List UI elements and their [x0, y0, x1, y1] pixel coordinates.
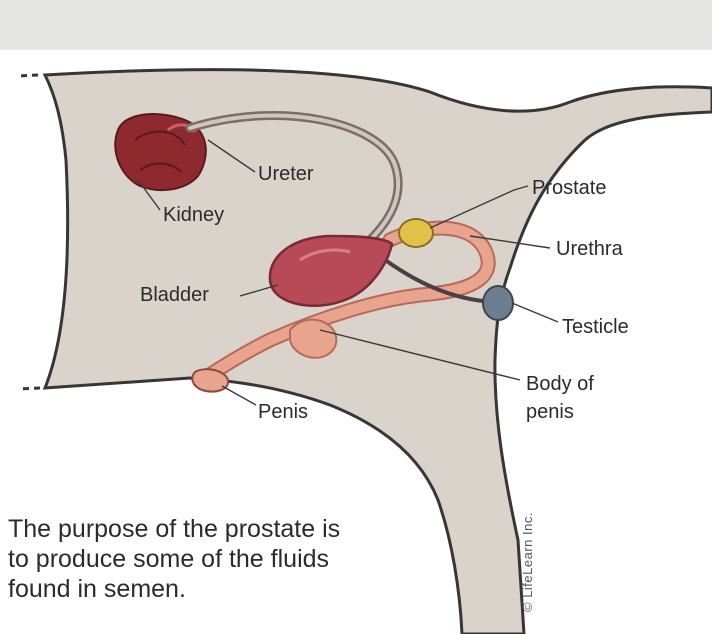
ureter-label: Ureter — [258, 163, 314, 185]
bladder-organ — [268, 234, 394, 307]
testicle-label: Testicle — [562, 316, 629, 338]
body-of-penis-leader — [319, 329, 521, 381]
prostate-leader — [429, 185, 529, 229]
ureter-leader — [207, 139, 256, 173]
penis-body — [289, 318, 338, 359]
prostate-organ — [398, 218, 434, 248]
body-edge-top-dash — [17, 73, 39, 78]
top-background-band — [0, 0, 712, 50]
body-of-penis-label-line1: Body of — [526, 373, 594, 395]
kidney-leader — [137, 179, 161, 211]
caption-line-2: to produce some of the fluids — [8, 545, 330, 573]
body-of-penis-label-line2: penis — [526, 401, 574, 423]
caption-text: The purpose of the prostate is to produc… — [8, 514, 488, 604]
urethra-leader — [469, 235, 551, 249]
kidney-label: Kidney — [163, 204, 224, 226]
body-silhouette — [42, 68, 712, 634]
bladder-leader — [239, 284, 279, 297]
caption-line-1: The purpose of the prostate is — [8, 515, 341, 543]
bladder-label: Bladder — [140, 284, 209, 306]
testicle-leader — [511, 302, 559, 323]
copyright-credit: © LifeLearn Inc. — [520, 512, 535, 612]
kidney-organ — [114, 113, 207, 192]
body-edge-bottom-dash — [17, 386, 41, 391]
urethra-label: Urethra — [556, 238, 624, 260]
penis-leader — [221, 385, 257, 406]
caption-line-3: found in semen. — [8, 575, 186, 603]
penis-tip — [191, 368, 230, 393]
prostate-label: Prostate — [532, 177, 606, 199]
testicle-organ — [482, 285, 514, 321]
penis-label: Penis — [258, 401, 308, 423]
